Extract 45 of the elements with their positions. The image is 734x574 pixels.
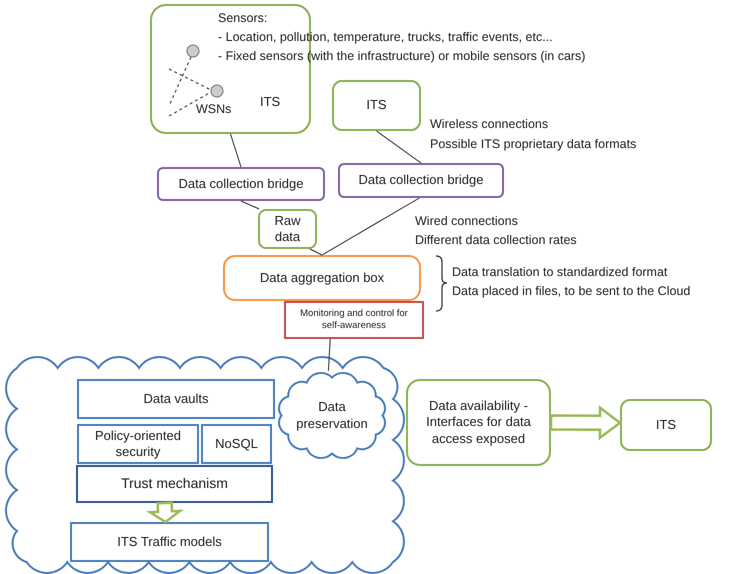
rounded-box	[332, 80, 421, 131]
node-label: Data availability - Interfaces for data access exposed	[425, 398, 532, 447]
cloud-shape	[5, 356, 405, 574]
node-label: ITS	[656, 416, 676, 434]
process-box	[77, 379, 275, 419]
rounded-box	[157, 167, 325, 201]
connector-line	[230, 134, 242, 168]
node-label: ITS Traffic models	[117, 534, 222, 550]
node-label: Data collection bridge	[178, 176, 304, 192]
node-label: Trust mechanism	[121, 475, 228, 493]
annotation-text: Different data collection rates	[415, 233, 577, 248]
node-label: Data collection bridge	[358, 172, 484, 189]
annotation-text: Data translation to standardized format	[452, 265, 668, 280]
annotation-text: WSNs	[196, 102, 232, 117]
process-box	[70, 522, 269, 562]
annotation-text: Possible ITS proprietary data formats	[430, 137, 636, 152]
connector-line	[322, 198, 420, 256]
annotation-text: Sensors:	[218, 11, 268, 26]
node-label: ITS	[260, 94, 280, 110]
node-label: NoSQL	[215, 436, 258, 452]
node-label: Monitoring and control for self-awareness	[299, 308, 409, 332]
node-label: ITS	[366, 97, 387, 114]
node-label: Policy-oriented security	[94, 428, 182, 460]
process-box	[77, 424, 199, 464]
rounded-box	[620, 399, 712, 451]
process-box	[201, 424, 272, 464]
process-box	[284, 301, 424, 339]
connector-line	[328, 338, 331, 372]
node-label: Raw data	[273, 212, 302, 246]
node-label: Data vaults	[143, 390, 209, 408]
process-box	[76, 465, 273, 503]
rounded-box	[223, 255, 421, 301]
rounded-box	[258, 209, 317, 249]
annotation-text: Wireless connections	[430, 117, 548, 132]
block-arrow	[550, 405, 622, 440]
block-arrow	[146, 501, 184, 524]
node-label: Data aggregation box	[260, 270, 384, 286]
rounded-box	[338, 163, 504, 198]
connector-line	[376, 130, 422, 164]
annotation-text: Data placed in files, to be sent to the Cloud	[452, 284, 690, 299]
connector-line	[309, 248, 322, 256]
annotation-text: Wired connections	[415, 214, 518, 229]
node-label: Data preservation	[295, 399, 369, 432]
connector-line	[240, 200, 260, 210]
rounded-box	[406, 379, 551, 466]
